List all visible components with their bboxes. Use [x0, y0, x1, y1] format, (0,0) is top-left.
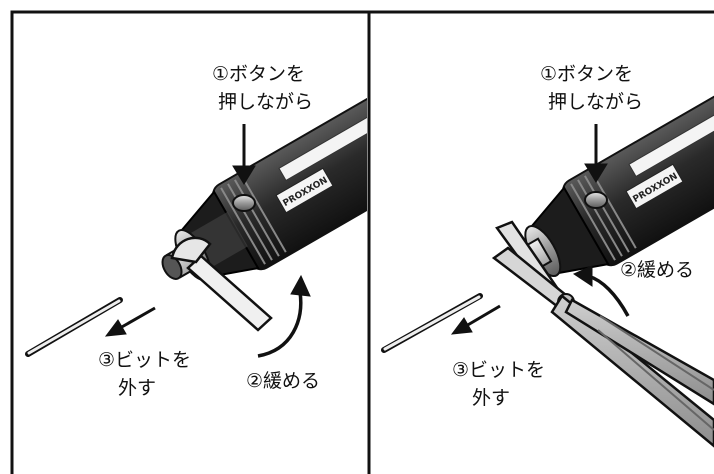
left-panel: PROXXON ①ボタンを: [25, 63, 367, 399]
step2-text: ②緩める: [620, 259, 694, 281]
right-panel: PROXXON: [381, 59, 714, 448]
press-arrow: [584, 124, 608, 183]
lock-button: [232, 194, 256, 212]
wrench-icon: [170, 236, 273, 332]
panel-frame: [10, 10, 714, 474]
remove-arrow: [450, 304, 501, 335]
step3-text-line1: ③ビットを: [452, 359, 545, 381]
step1-text-line2: 押しながら: [218, 91, 313, 113]
lock-button: [584, 191, 608, 209]
step2-text: ②緩める: [246, 370, 320, 392]
loosen-arrow: [257, 274, 311, 358]
pliers-icon: [491, 220, 714, 448]
drill-bit: [381, 293, 483, 353]
step1-text-line1: ①ボタンを: [212, 63, 305, 85]
loosen-arrow: [572, 265, 630, 317]
step1-text-line1: ①ボタンを: [540, 63, 633, 85]
step3-text-line2: 外す: [472, 387, 510, 409]
drill-bit: [25, 297, 123, 357]
step3-text-line2: 外す: [118, 377, 156, 399]
remove-arrow: [104, 306, 156, 337]
step1-text-line2: 押しながら: [548, 91, 643, 113]
step3-text-line1: ③ビットを: [98, 349, 191, 371]
rotary-tool: PROXXON: [511, 59, 714, 277]
press-arrow: [232, 124, 256, 185]
